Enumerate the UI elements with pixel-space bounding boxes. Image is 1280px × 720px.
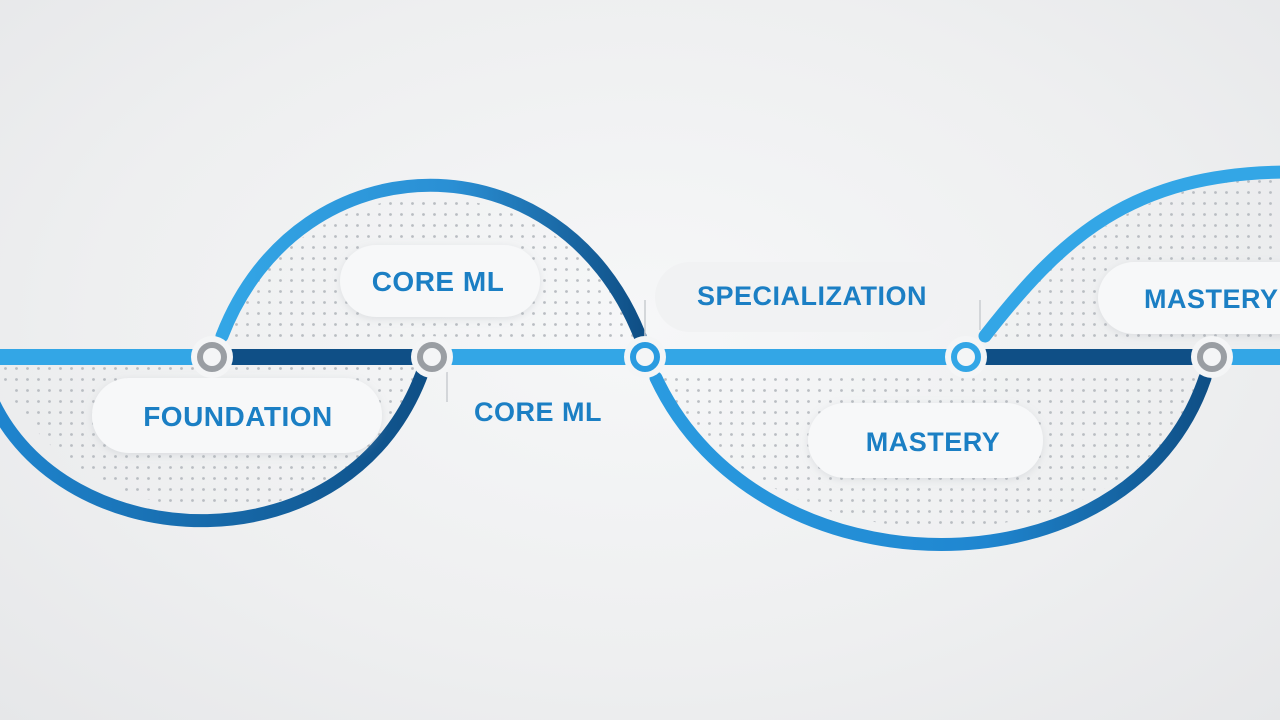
wave-segment-core-ml xyxy=(215,178,647,343)
wave-segment-mastery xyxy=(649,371,1212,551)
connector-ticks xyxy=(446,300,981,402)
node-5 xyxy=(1191,336,1233,378)
wave-segment-mastery-right xyxy=(978,165,1280,343)
node-3 xyxy=(624,336,666,378)
label-core-ml-lower: CORE ML xyxy=(474,397,602,427)
pill-core-ml-upper xyxy=(340,245,540,317)
stage-labels: FOUNDATION CORE ML CORE ML SPECIALIZATIO… xyxy=(143,266,1278,457)
label-specialization: SPECIALIZATION xyxy=(697,281,927,311)
node-1 xyxy=(191,336,233,378)
label-core-ml-upper: CORE ML xyxy=(372,266,505,297)
milestone-nodes xyxy=(191,336,1233,378)
pill-mastery xyxy=(808,403,1043,478)
wave-curve xyxy=(0,165,1280,551)
label-mastery: MASTERY xyxy=(866,427,1001,457)
wave-segment-foundation xyxy=(0,358,432,528)
pill-mastery-right xyxy=(1098,262,1280,334)
node-4 xyxy=(945,336,987,378)
node-2 xyxy=(411,336,453,378)
label-mastery-right: MASTERY xyxy=(1144,284,1279,314)
label-foundation: FOUNDATION xyxy=(143,401,333,432)
label-pills xyxy=(92,245,1280,478)
pill-foundation xyxy=(92,378,382,453)
pill-specialization xyxy=(655,262,955,332)
